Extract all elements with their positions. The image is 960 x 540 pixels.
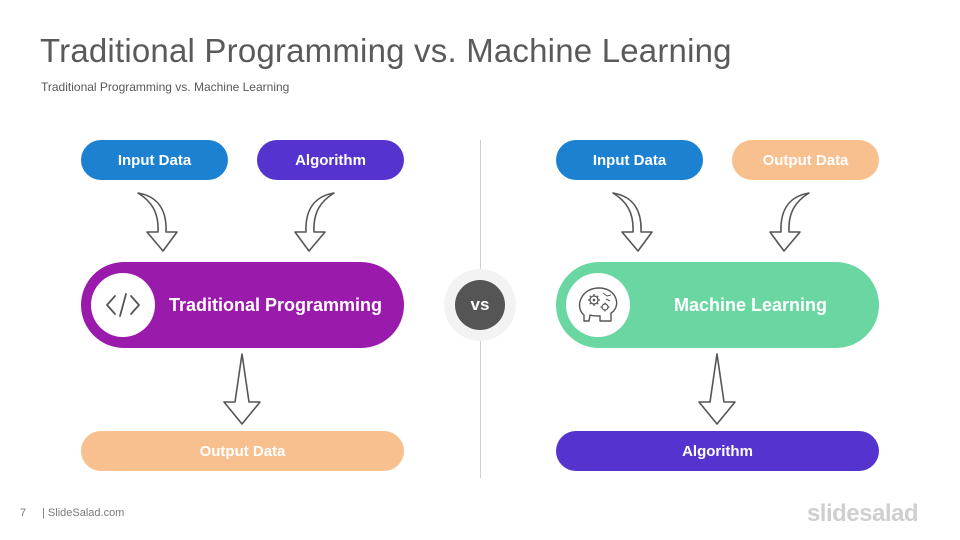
- slide-subtitle: Traditional Programming vs. Machine Lear…: [41, 80, 290, 94]
- right-input-data-pill: Input Data: [556, 140, 703, 180]
- machine-learning-block: Machine Learning: [556, 262, 879, 348]
- left-output-data-pill: Output Data: [81, 431, 404, 471]
- machine-learning-label: Machine Learning: [673, 294, 828, 315]
- right-algorithm-pill: Algorithm: [556, 431, 879, 471]
- traditional-programming-block: Traditional Programming: [81, 262, 404, 348]
- left-input-data-pill: Input Data: [81, 140, 228, 180]
- slidesalad-logo: slidesalad: [806, 500, 919, 527]
- curved-arrow-down-left-icon: [769, 192, 810, 252]
- page-number: 7: [20, 507, 27, 519]
- brain-gear-icon-badge: [566, 273, 630, 337]
- code-icon: [106, 293, 140, 317]
- traditional-programming-label: Traditional Programming: [168, 294, 383, 315]
- curved-arrow-down-left-icon: [294, 192, 335, 252]
- arrow-down-icon: [698, 353, 736, 425]
- right-output-data-pill: Output Data: [732, 140, 879, 180]
- left-algorithm-pill: Algorithm: [257, 140, 404, 180]
- curved-arrow-down-right-icon: [137, 192, 178, 252]
- brain-gear-icon: [578, 287, 618, 322]
- code-icon-badge: [91, 273, 155, 337]
- slide-title: Traditional Programming vs. Machine Lear…: [40, 32, 732, 69]
- curved-arrow-down-right-icon: [612, 192, 653, 252]
- vs-badge: vs: [455, 280, 505, 330]
- arrow-down-icon: [223, 353, 261, 425]
- footer-source: | SlideSalad.com: [42, 507, 125, 519]
